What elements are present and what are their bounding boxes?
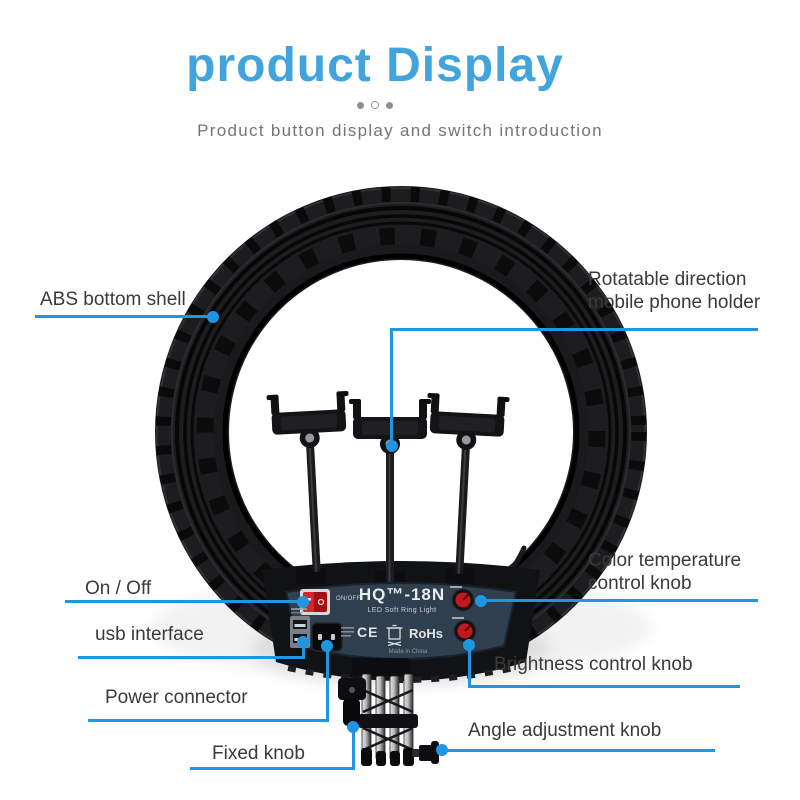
callout-line [390,328,758,331]
pagination-dot-open [371,101,379,109]
pagination-dot-filled [357,101,364,109]
callout-dot [386,440,398,452]
made-in-label: Made in China [388,649,428,655]
callout-line [443,749,715,752]
callout-fixed-knob: Fixed knob [212,743,305,764]
rohs-label: RoHs [409,626,443,641]
spec-text-block [341,627,354,637]
weee-bin-icon [386,624,403,647]
holder-mount [296,568,326,584]
angle-adjustment-screw [412,741,439,764]
holder-mount [445,568,475,584]
callout-dot [297,596,309,608]
pagination-dot-filled [386,101,393,109]
callout-dot [475,595,487,607]
phone-holder-left [266,390,349,572]
model-label: HQ™-18N [358,585,446,604]
inner-vent-slots [196,227,606,637]
page-title: product Display [186,39,564,92]
callout-dot [321,640,333,652]
callout-dot [436,744,448,756]
callout-usb-interface: usb interface [95,624,204,645]
callout-line [468,685,740,688]
product-name-label: LED Soft Ring Light [367,607,437,614]
ce-mark-label: CE [357,624,379,640]
callout-line [390,328,393,442]
header: product Display Product button display a… [0,0,800,141]
callout-line [352,731,355,770]
switch-label: ON/OFF [336,596,361,602]
tripod-stand [338,658,439,766]
callout-dot [463,639,475,651]
callout-line [190,767,355,770]
callout-line [35,315,215,318]
callout-color-temperature-knob: Color temperature control knob [588,550,742,594]
callout-power-connector: Power connector [105,687,248,708]
color-temperature-knob [450,586,475,612]
callout-line [78,656,305,659]
callout-abs-bottom-shell: ABS bottom shell [40,289,186,310]
outer-notches [155,186,647,678]
callout-line [326,650,329,722]
callout-dot [207,311,219,323]
callout-line [88,719,329,722]
callout-rotatable-holder: Rotatable direction mobile phone holder [588,269,761,313]
phone-holder-right [427,392,510,574]
pagination-dots [0,101,775,109]
callout-dot [297,636,309,648]
callout-on-off: On / Off [85,578,152,599]
callout-line [483,599,758,602]
brightness-knob [452,617,477,643]
phone-holders [266,390,510,587]
callout-dot [347,721,359,733]
callout-line [468,650,471,688]
callout-angle-adjustment-knob: Angle adjustment knob [468,720,662,741]
page-subtitle: Product button display and switch introd… [197,121,603,140]
callout-brightness-knob: Brightness control knob [494,654,693,675]
callout-line [65,600,305,603]
callout-line [302,644,305,659]
fixed-knob-lever [338,678,366,726]
